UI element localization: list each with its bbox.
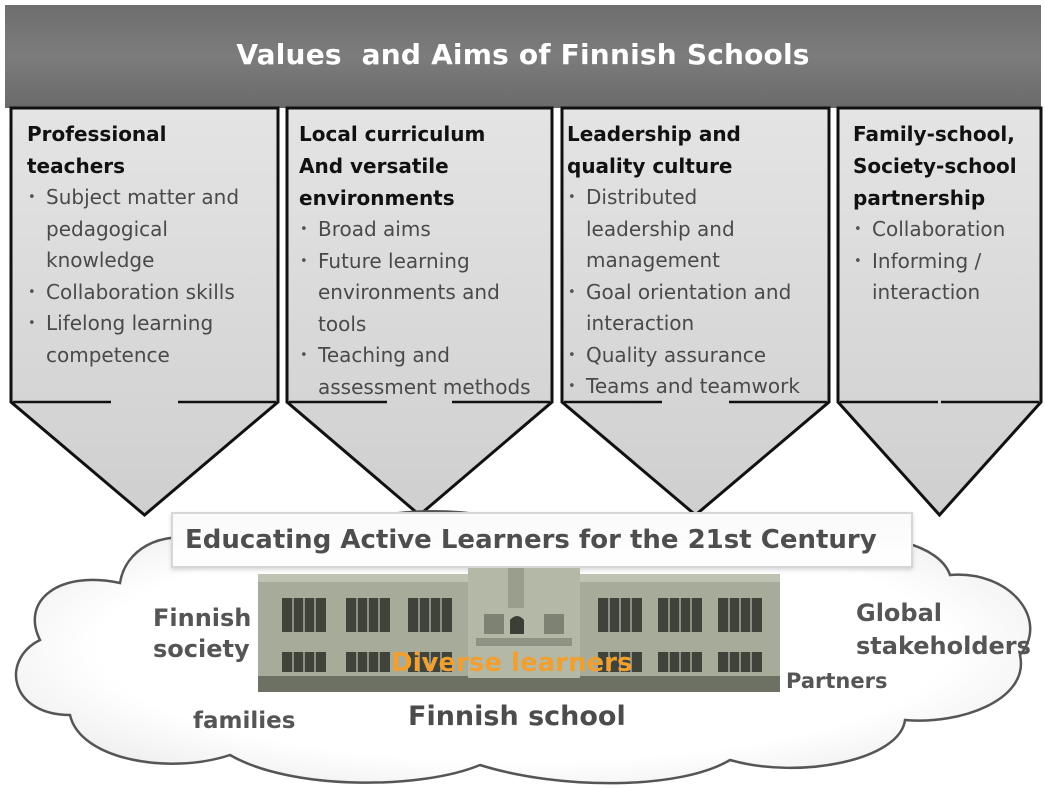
column-list: Subject matter and pedagogical knowledge… xyxy=(27,182,277,371)
list-item: Distributed leadership and management xyxy=(567,182,761,277)
label-line: stakeholders xyxy=(856,632,1031,660)
column-title: Family-school, Society-school partnershi… xyxy=(853,118,1035,214)
column-title-line: And versatile xyxy=(299,154,449,178)
list-item: Lifelong learning competence xyxy=(27,308,246,371)
column-title-line: quality culture xyxy=(567,154,733,178)
list-item: Quality assurance xyxy=(567,340,829,372)
label-diverse-learners: Diverse learners xyxy=(391,648,633,678)
school-building-image xyxy=(258,568,780,692)
header-bar: Values and Aims of Finnish Schools xyxy=(5,5,1041,108)
banner: Educating Active Learners for the 21st C… xyxy=(171,512,913,568)
column-professional-teachers: Professional teachers Subject matter and… xyxy=(27,118,277,371)
list-item: Teaching and assessment methods xyxy=(299,340,550,403)
banner-text: Educating Active Learners for the 21st C… xyxy=(185,525,877,555)
label-finnish-society: Finnish society xyxy=(153,603,251,665)
column-list: Distributed leadership and management Go… xyxy=(567,182,829,403)
label-line: Finnish xyxy=(153,604,252,632)
column-local-curriculum: Local curriculum And versatile environme… xyxy=(299,118,555,403)
column-title-line: Family-school, xyxy=(853,122,1015,146)
column-title-line: environments xyxy=(299,186,455,210)
list-item: Subject matter and pedagogical knowledge xyxy=(27,182,261,277)
label-line: Global xyxy=(856,599,943,627)
list-item: Goal orientation and interaction xyxy=(567,277,826,340)
list-item: Collaboration xyxy=(853,214,1035,246)
column-title: Local curriculum And versatile environme… xyxy=(299,118,555,214)
label-global-stakeholders: Global stakeholders xyxy=(856,597,1031,663)
column-leadership: Leadership and quality culture Distribut… xyxy=(567,118,829,403)
column-title-line: Professional xyxy=(27,122,167,146)
column-list: Broad aims Future learning environments … xyxy=(299,214,555,403)
label-line: society xyxy=(153,635,250,663)
diagram-title: Values and Aims of Finnish Schools xyxy=(236,38,810,71)
list-item: Broad aims xyxy=(299,214,555,246)
column-title-line: teachers xyxy=(27,154,126,178)
column-title: Leadership and quality culture xyxy=(567,118,829,182)
list-item: Future learning environments and tools xyxy=(299,246,533,341)
column-title-line: Society-school xyxy=(853,154,1017,178)
column-title-line: partnership xyxy=(853,186,986,210)
list-item: Collaboration skills xyxy=(27,277,277,309)
column-title-line: Leadership and xyxy=(567,122,741,146)
label-partners: Partners xyxy=(786,669,888,693)
column-partnership: Family-school, Society-school partnershi… xyxy=(853,118,1035,309)
list-item: Teams and teamwork xyxy=(567,371,829,403)
column-title-line: Local curriculum xyxy=(299,122,486,146)
list-item: Informing / interaction xyxy=(853,246,1012,309)
label-families: families xyxy=(193,708,296,734)
label-finnish-school: Finnish school xyxy=(408,701,626,732)
column-title: Professional teachers xyxy=(27,118,277,182)
column-list: Collaboration Informing / interaction xyxy=(853,214,1035,309)
